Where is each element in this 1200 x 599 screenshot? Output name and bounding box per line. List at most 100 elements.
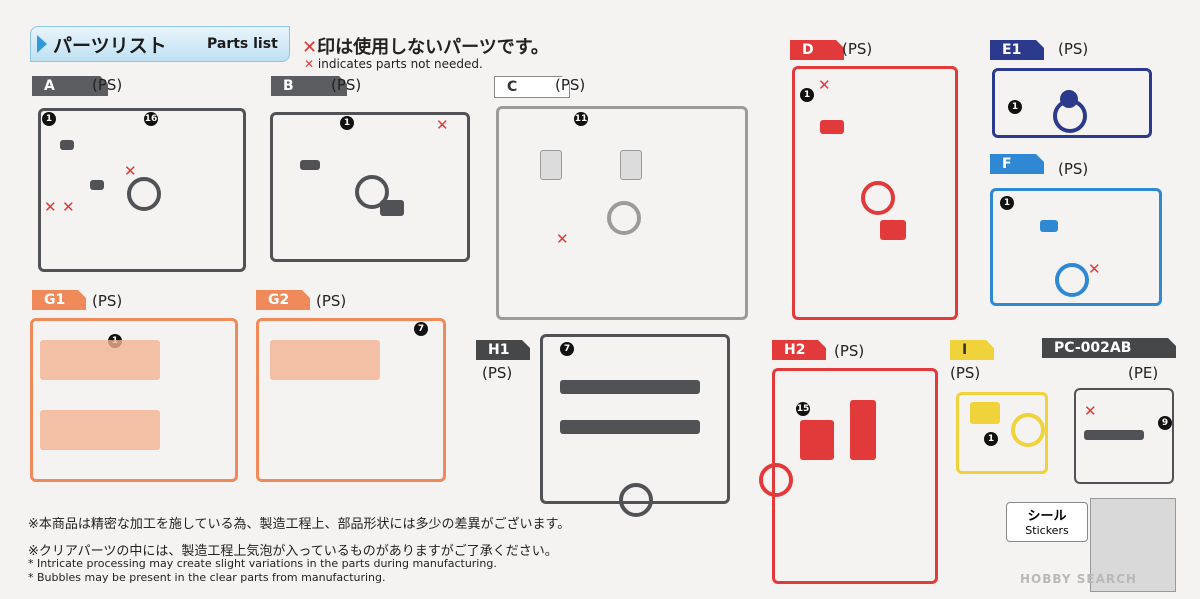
runner-part [560,380,700,394]
part-number-badge: 11 [574,112,588,126]
runner-part [800,420,834,460]
runner-f-material: (PS) [1058,160,1089,178]
runner-i-hub [1011,413,1045,447]
part-number-badge: 1 [800,88,814,102]
runner-part [1084,430,1144,440]
unused-part-mark: ✕ [556,230,569,248]
part-number-badge: 1 [42,112,56,126]
unused-part-mark: ✕ [1088,260,1101,278]
runner-g2-material: (PS) [316,292,347,310]
part-number-badge: 9 [1158,416,1172,430]
runner-b-hub [355,175,389,209]
runner-part [60,140,74,150]
unused-part-mark: ✕ [44,198,57,216]
part-number-badge: 15 [796,402,810,416]
runner-g1-material: (PS) [92,292,123,310]
runner-part [380,200,404,216]
runner-c-frame [496,106,748,320]
runner-tag-a: A [32,76,108,96]
part-number-badge: 1 [340,116,354,130]
runner-e1-material: (PS) [1058,40,1089,58]
runner-c-hub [607,201,641,235]
runner-h1-hub [619,483,653,517]
runner-part [540,150,562,180]
unused-part-mark: ✕ [818,76,831,94]
runner-f-frame [990,188,1162,306]
part-number-badge: 7 [414,322,428,336]
runner-pc-frame [1074,388,1174,484]
header-arrow-icon [37,35,47,53]
runner-a-frame [38,108,246,272]
header-title-jp: パーツリスト [53,35,167,57]
runner-tag-h2: H2 [772,340,826,360]
header-title-en: Parts list [207,36,278,52]
runner-d-material: (PS) [842,40,873,58]
runner-part [880,220,906,240]
runner-tag-i: I [950,340,994,360]
unused-part-mark: ✕ [436,116,449,134]
runner-part [560,420,700,434]
runner-h1-material: (PS) [482,364,513,382]
runner-pc-material: (PE) [1128,364,1159,382]
runner-part [40,410,160,450]
runner-f-hub [1055,263,1089,297]
runner-h2-material: (PS) [834,342,865,360]
runner-part [850,400,876,460]
unused-part-mark: ✕ [1084,402,1097,420]
runner-b-material: (PS) [331,76,362,94]
runner-b-frame [270,112,470,262]
unused-part-mark: ✕ [124,162,137,180]
parts-list-header: パーツリスト Parts list [30,26,290,62]
runner-tag-b: B [271,76,347,96]
runner-part [620,150,642,180]
stickers-label-jp: シール [1027,509,1067,524]
runner-tag-pc: PC-002AB [1042,338,1176,358]
footer-note-2: ※クリアパーツの中には、製造工程上気泡が入っているものがありますがご了承ください… [28,544,558,559]
runner-part [300,160,320,170]
footer-note-1: ※本商品は精密な加工を施している為、製造工程上、部品形状には多少の差異がございま… [28,517,571,532]
runner-g1-frame [30,318,238,482]
runner-tag-g1: G1 [32,290,86,310]
part-number-badge: 1 [1000,196,1014,210]
runner-d-hub [861,181,895,215]
runner-a-hub [127,177,161,211]
unused-part-mark: ✕ [62,198,75,216]
runner-d-frame [792,66,958,320]
part-number-badge: 16 [144,112,158,126]
runner-part [40,340,160,380]
runner-tag-h1: H1 [476,340,530,360]
unused-note-en: ✕ indicates parts not needed. [304,57,483,71]
runner-part [820,120,844,134]
runner-h2-hub [759,463,793,497]
runner-part [1060,90,1078,108]
runner-tag-g2: G2 [256,290,310,310]
runner-i-frame [956,392,1048,474]
runner-h1-frame [540,334,730,517]
runner-i-material: (PS) [950,364,981,382]
runner-part [90,180,104,190]
runner-part [1040,220,1058,232]
runner-c-material: (PS) [555,76,586,94]
stickers-label: シール Stickers [1006,502,1088,542]
runner-tag-d: D [790,40,844,60]
runner-g2-frame [256,318,446,482]
x-mark-icon: ✕ [302,37,318,58]
sticker-sheet [1090,498,1176,592]
runner-tag-e1: E1 [990,40,1044,60]
part-number-badge: 1 [984,432,998,446]
part-number-badge: 1 [1008,100,1022,114]
watermark: HOBBY SEARCH [1020,572,1137,586]
runner-h2-frame [759,368,938,584]
runner-tag-f: F [990,154,1044,174]
runner-part [970,402,1000,424]
footer-note-4: * Bubbles may be present in the clear pa… [28,571,386,584]
x-mark-icon: ✕ [304,57,315,71]
runner-part [270,340,380,380]
runner-tag-c: C [494,76,570,98]
unused-note-jp: ✕印は使用しないパーツです。 [302,37,549,58]
footer-note-3: * Intricate processing may create slight… [28,557,497,570]
stickers-label-en: Stickers [1025,524,1069,537]
part-number-badge: 7 [560,342,574,356]
runner-a-material: (PS) [92,76,123,94]
